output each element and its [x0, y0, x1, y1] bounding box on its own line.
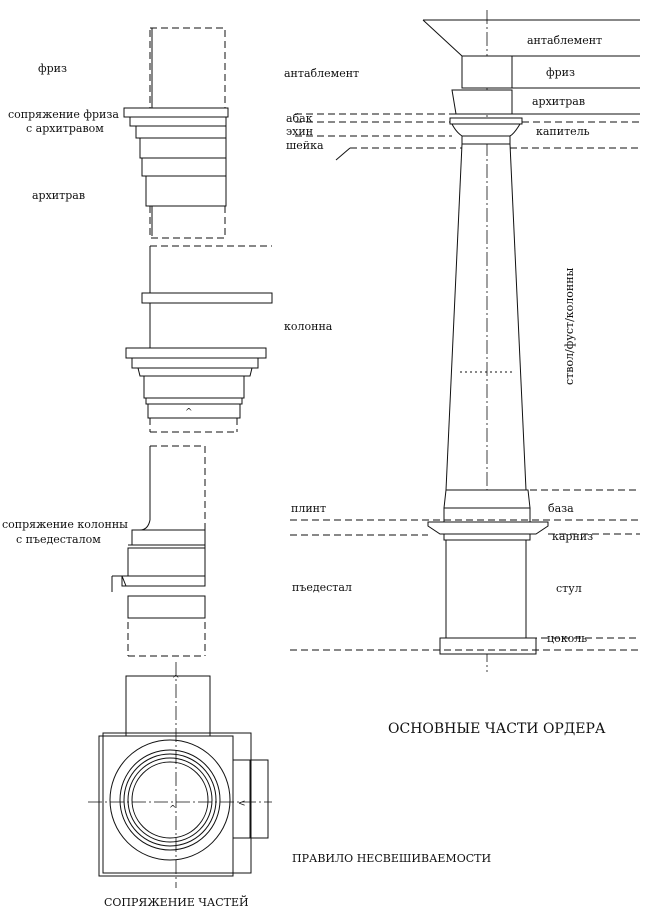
label-column: колонна	[284, 320, 333, 333]
order-elevation	[290, 10, 640, 672]
label-neck: шейка	[286, 139, 324, 152]
label-col-ped-join-2: с пъедесталом	[16, 533, 101, 546]
label-capital: капитель	[536, 125, 590, 138]
label-architrave-left: архитрав	[32, 189, 85, 202]
label-architrave-right: архитрав	[532, 95, 585, 108]
label-die: стул	[556, 582, 582, 595]
label-friz-right: фриз	[546, 66, 575, 79]
svg-text:<: <	[238, 799, 246, 809]
label-friz-arch-join-2: с архитравом	[26, 122, 104, 135]
svg-text:^: ^	[185, 408, 193, 418]
label-entablature-mid: антаблемент	[284, 67, 359, 80]
capital-joint-detail: ^	[125, 245, 273, 433]
label-plinth: плинт	[291, 502, 326, 515]
plan-joint-detail: ^ ^ <	[88, 662, 272, 888]
label-echinus: эхин	[286, 125, 313, 138]
column-pedestal-joint-detail	[111, 445, 206, 657]
label-abacus: абак	[286, 112, 313, 125]
label-friz-arch-join-1: сопряжение фриза	[8, 108, 119, 121]
entablature-joint-detail	[123, 27, 229, 239]
svg-text:^: ^	[169, 805, 177, 815]
label-pedestal: пъедестал	[292, 581, 352, 594]
title-main: ОСНОВНЫЕ ЧАСТИ ОРДЕРА	[388, 721, 606, 737]
label-base: база	[548, 502, 574, 515]
label-shaft: ствол/фуст/колонны	[563, 267, 576, 385]
label-friz-left: фриз	[38, 62, 67, 75]
label-cornice: карниз	[552, 530, 593, 543]
title-joints: СОПРЯЖЕНИЕ ЧАСТЕЙ	[104, 895, 249, 909]
svg-text:^: ^	[172, 675, 180, 685]
label-entablature-right: антаблемент	[527, 34, 602, 47]
label-col-ped-join-1: сопряжение колонны	[2, 518, 128, 531]
label-socle: цоколь	[547, 632, 587, 645]
title-rule: ПРАВИЛО НЕСВЕШИВАЕМОСТИ	[292, 852, 491, 865]
